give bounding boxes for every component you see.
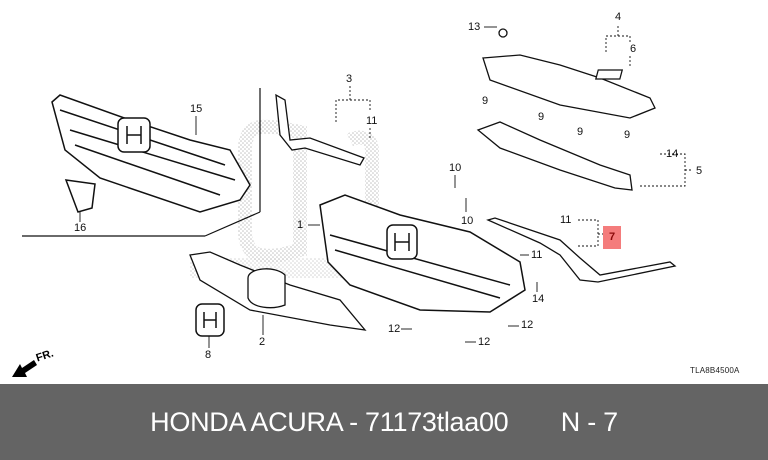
callout-label: 4	[615, 11, 622, 23]
callout-label: 14	[532, 293, 545, 305]
callout-label: 13	[468, 21, 481, 33]
part-number: 71173tlaa00	[365, 406, 509, 437]
callout-label: 9	[577, 126, 584, 138]
callout-label: 12	[521, 319, 534, 331]
reference-number: N - 7	[560, 406, 618, 437]
callout-label: 15	[190, 103, 203, 115]
callout-label: 9	[482, 95, 489, 107]
upper-cover	[482, 28, 656, 119]
callout-label: 3	[346, 73, 353, 85]
callout-label: 12	[388, 323, 401, 335]
lower-garnish	[189, 251, 367, 331]
callout-label: 2	[259, 336, 266, 348]
callout-label: 10	[449, 162, 462, 174]
inset-frame	[22, 88, 261, 237]
diagram-drawing	[12, 24, 693, 377]
callout-label: 11	[366, 115, 378, 127]
callout-label: 12	[478, 336, 491, 348]
emblem	[195, 303, 225, 337]
callout-label: 1	[297, 219, 304, 231]
footer-bar: HONDA ACURA - 71173tlaa00 N - 7	[0, 384, 768, 460]
front-grille	[319, 194, 526, 313]
upper-molding	[275, 93, 365, 166]
title-separator: -	[349, 406, 358, 437]
support-bracket	[476, 121, 633, 191]
callout-label: 9	[538, 111, 545, 123]
callout-label: 11	[560, 214, 572, 226]
callout-label: 6	[630, 43, 637, 55]
callout-label: 14	[666, 148, 679, 160]
grille-assembly-inset	[51, 94, 251, 213]
callout-label: 8	[205, 349, 212, 361]
chrome-molding	[486, 217, 677, 283]
leader-lines	[79, 24, 693, 348]
callout-label: 9	[624, 129, 631, 141]
callout-label: 11	[531, 249, 543, 261]
callout-label: 16	[74, 222, 87, 234]
part-title: HONDA ACURA - 71173tlaa00 N - 7	[150, 407, 618, 438]
front-arrow-icon	[12, 360, 37, 377]
diagram-code: TLA8B4500A	[690, 366, 740, 375]
callout-label: 5	[696, 165, 703, 177]
callout-label: 10	[461, 215, 474, 227]
brand-label: HONDA ACURA	[150, 406, 342, 437]
callout-highlighted[interactable]: 7	[603, 226, 622, 249]
